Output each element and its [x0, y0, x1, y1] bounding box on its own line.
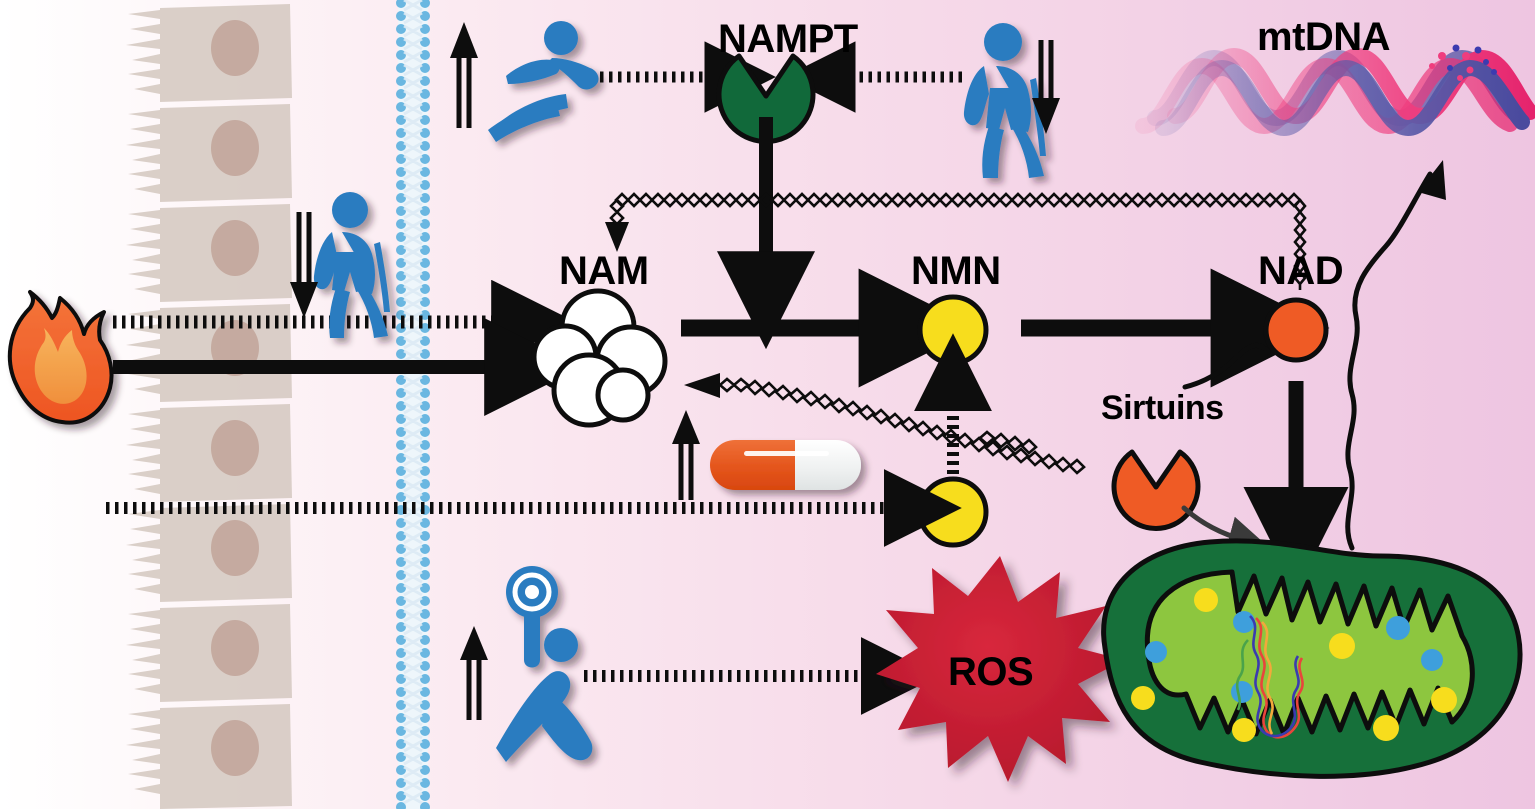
racket-sport-person-icon: [496, 566, 593, 762]
mtdna-damage-particles: [1429, 44, 1497, 81]
arrow-nad-feedback-to-nam: [1293, 197, 1307, 290]
arrow-nad-zigzag-to-nam-diagonal: [684, 373, 1086, 475]
zigzag-chain-branch: [978, 430, 1038, 455]
double-up-arrow-icon-runner: [450, 22, 478, 128]
nmn-molecule-icon-supplement: [917, 476, 989, 548]
double-up-arrow-icon-capsule: [672, 410, 700, 500]
arrow-sirtuins-to-mitochondrion: [1181, 505, 1269, 556]
label-nampt: NAMPT: [718, 17, 858, 61]
capsule-pill-icon: [710, 440, 861, 490]
sirtuins-enzyme-icon: [1111, 449, 1201, 531]
nmn-molecule-icon-top: [917, 294, 989, 366]
double-down-arrow-icon-left: [290, 212, 318, 318]
arrow-sirtuins-nad-link: [1182, 342, 1271, 390]
nad-molecule-icon: [1263, 297, 1329, 363]
zigzag-chain-horizontal: [605, 192, 1302, 252]
running-person-icon: [488, 21, 599, 142]
label-nad: NAD: [1258, 249, 1344, 293]
ros-starburst-icon: [876, 556, 1124, 782]
double-up-arrow-icon-athlete: [460, 626, 488, 720]
flame-icon: [7, 290, 114, 425]
mitochondrion-icon: [1101, 538, 1523, 779]
lipid-bilayer: [396, 0, 430, 809]
arrow-mitochondrion-to-mtdna: [1345, 160, 1446, 551]
double-down-arrow-icon-right: [1032, 40, 1060, 134]
label-mtdna: mtDNA: [1257, 15, 1391, 59]
epithelium-layer: [126, 4, 292, 809]
nam-molecule-icon: [531, 288, 668, 428]
label-nmn: NMN: [911, 249, 1001, 293]
elderly-person-with-cane-icon-left: [313, 192, 390, 338]
label-ros: ROS: [948, 650, 1034, 694]
elderly-person-with-cane-icon-right: [963, 23, 1046, 178]
label-nam: NAM: [559, 249, 649, 293]
label-sirtuins: Sirtuins: [1101, 389, 1224, 427]
